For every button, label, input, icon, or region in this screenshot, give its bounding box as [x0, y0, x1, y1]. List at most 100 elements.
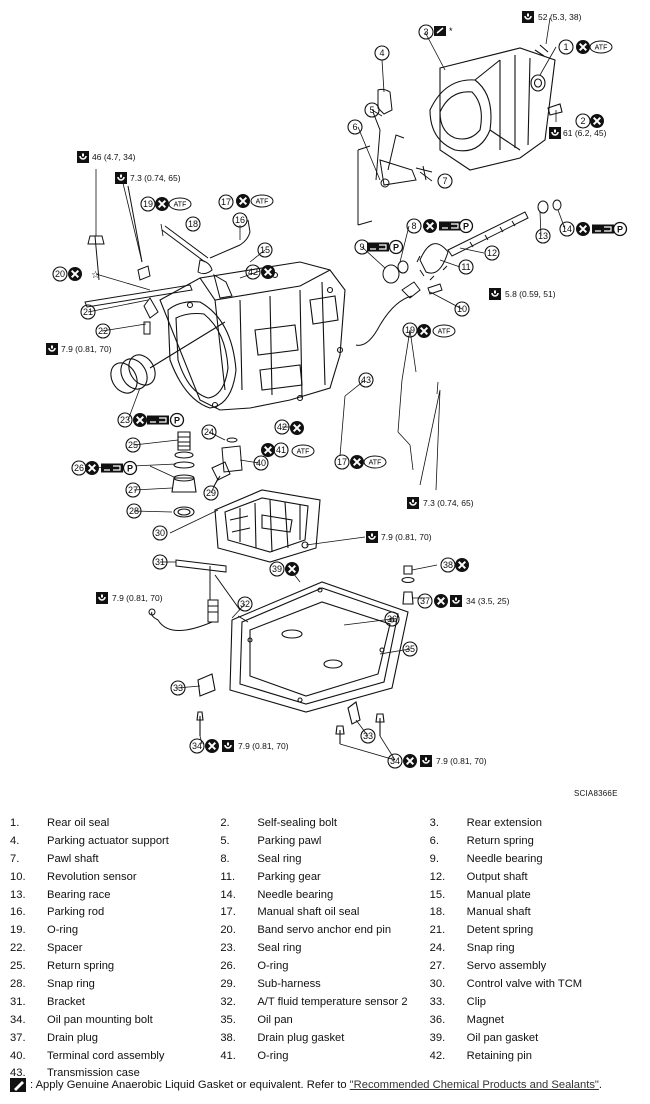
legend-item: 19.O-ring	[10, 924, 220, 936]
part-name: O-ring	[257, 1049, 289, 1062]
callout-number: 41	[276, 445, 286, 455]
legend-item: 7.Pawl shaft	[10, 853, 220, 865]
part-name: O-ring	[257, 960, 289, 973]
part-number: 40.	[10, 1049, 26, 1062]
callout-circle	[117, 412, 133, 428]
legend-item: 26.O-ring	[220, 960, 429, 972]
part-name: Transmission case	[47, 1067, 140, 1080]
part-number: 28.	[10, 977, 26, 990]
torque-icons	[45, 10, 562, 768]
legend-item: 20.Band servo anchor end pin	[220, 924, 429, 936]
part-name: Manual shaft oil seal	[257, 906, 360, 919]
legend-item: 18.Manual shaft	[430, 906, 640, 918]
part-number: 11.	[220, 870, 236, 883]
part-number: 8.	[220, 852, 230, 865]
part-number: 31.	[10, 995, 26, 1008]
part-name: Drain plug	[47, 1031, 98, 1044]
legend-item: 13.Bearing race	[10, 889, 220, 901]
callout-circle	[387, 753, 403, 769]
legend-item: 10.Revolution sensor	[10, 871, 220, 883]
legend-item: 35.Oil pan	[220, 1014, 429, 1026]
legend-item: 6.Return spring	[430, 835, 640, 847]
callout-circle	[535, 228, 551, 244]
callout-number: 3	[423, 27, 428, 37]
part-number: 30.	[429, 977, 446, 990]
callout-number: 25	[128, 440, 138, 450]
control-valve	[214, 489, 321, 563]
part-name: Retaining pin	[466, 1049, 532, 1062]
part-number: 16.	[10, 906, 26, 919]
part-number: 27.	[429, 960, 446, 973]
callout-circle	[185, 216, 201, 232]
asterisk-note: * ☆	[91, 26, 453, 281]
chemical-products-link[interactable]: "Recommended Chemical Products and Seala…	[349, 1079, 599, 1091]
part-name: Clip	[466, 995, 486, 1008]
part-name: Snap ring	[466, 942, 515, 955]
part-name: Bracket	[47, 995, 85, 1008]
legend-item: 33.Clip	[430, 996, 640, 1008]
legend-row: 16. Parking rod 17. Manual shaft oil seal 18…	[10, 903, 640, 921]
callout-circle	[189, 738, 205, 754]
callout-number: 11	[461, 262, 470, 272]
part-number: 17.	[220, 906, 236, 919]
callout-numbers: 1234567891011121314151617181920212223242…	[52, 24, 591, 769]
svg-text:*: *	[449, 26, 453, 36]
callout-number: 43	[361, 375, 371, 385]
part-name: Needle bearing	[466, 852, 543, 865]
part-number: 21.	[429, 924, 446, 937]
part-number: 37.	[10, 1031, 26, 1044]
legend-item: 25.Return spring	[10, 960, 220, 972]
callout-number: 21	[83, 307, 93, 317]
transmission-case	[159, 261, 346, 411]
legend-item: 21.Detent spring	[430, 924, 640, 936]
leader-lines	[87, 17, 566, 761]
part-number: 20.	[220, 924, 236, 937]
part-number: 14.	[220, 888, 236, 901]
part-number: 15.	[429, 888, 446, 901]
part-number: 41.	[220, 1049, 236, 1062]
callout-circle	[358, 372, 374, 388]
callout-number: 16	[235, 215, 245, 225]
part-name: Drain plug gasket	[257, 1031, 345, 1044]
part-name: A/T fluid temperature sensor 2	[257, 995, 408, 1008]
part-number: 5.	[220, 834, 230, 847]
callout-circle	[406, 218, 422, 234]
callout-number: 12	[487, 248, 497, 258]
part-number: 10.	[10, 870, 26, 883]
callout-number: 19	[143, 199, 153, 209]
part-name: Magnet	[466, 1013, 504, 1026]
callout-number: 6	[352, 122, 357, 132]
legend-item: 15.Manual plate	[430, 889, 640, 901]
callout-circle	[152, 525, 168, 541]
part-number: 1.	[10, 816, 20, 829]
svg-text:52 (5.3, 38): 52 (5.3, 38)	[538, 12, 582, 22]
part-name: Parking rod	[47, 906, 105, 919]
note-end: .	[598, 1079, 603, 1091]
gasket-pencil-icon	[10, 1078, 26, 1092]
svg-text:ATF: ATF	[369, 460, 382, 467]
part-name: Oil pan gasket	[466, 1031, 539, 1044]
callout-circle	[334, 454, 350, 470]
part-name: Seal ring	[257, 852, 302, 865]
part-number: 34.	[10, 1013, 26, 1026]
legend-item: 41. O-ring	[220, 1050, 429, 1062]
callout-number: 30	[155, 528, 165, 538]
callout-number: 42	[248, 267, 258, 277]
legend-item: 23.Seal ring	[220, 942, 429, 954]
part-number: 7.	[10, 852, 20, 865]
callout-circle	[418, 24, 434, 40]
legend-item: 30.Control valve with TCM	[430, 978, 640, 990]
part-name: Spacer	[47, 942, 83, 955]
legend-item: 17. Manual shaft oil seal	[220, 906, 429, 918]
svg-text:7.9 (0.81, 70): 7.9 (0.81, 70)	[436, 756, 487, 766]
part-name: O-ring	[47, 924, 79, 937]
callout-number: 33	[363, 731, 373, 741]
part-name: Snap ring	[47, 977, 95, 990]
note-text: : Apply Genuine Anaerobic Liquid Gasket …	[30, 1079, 350, 1091]
svg-text:ATF: ATF	[297, 449, 310, 456]
